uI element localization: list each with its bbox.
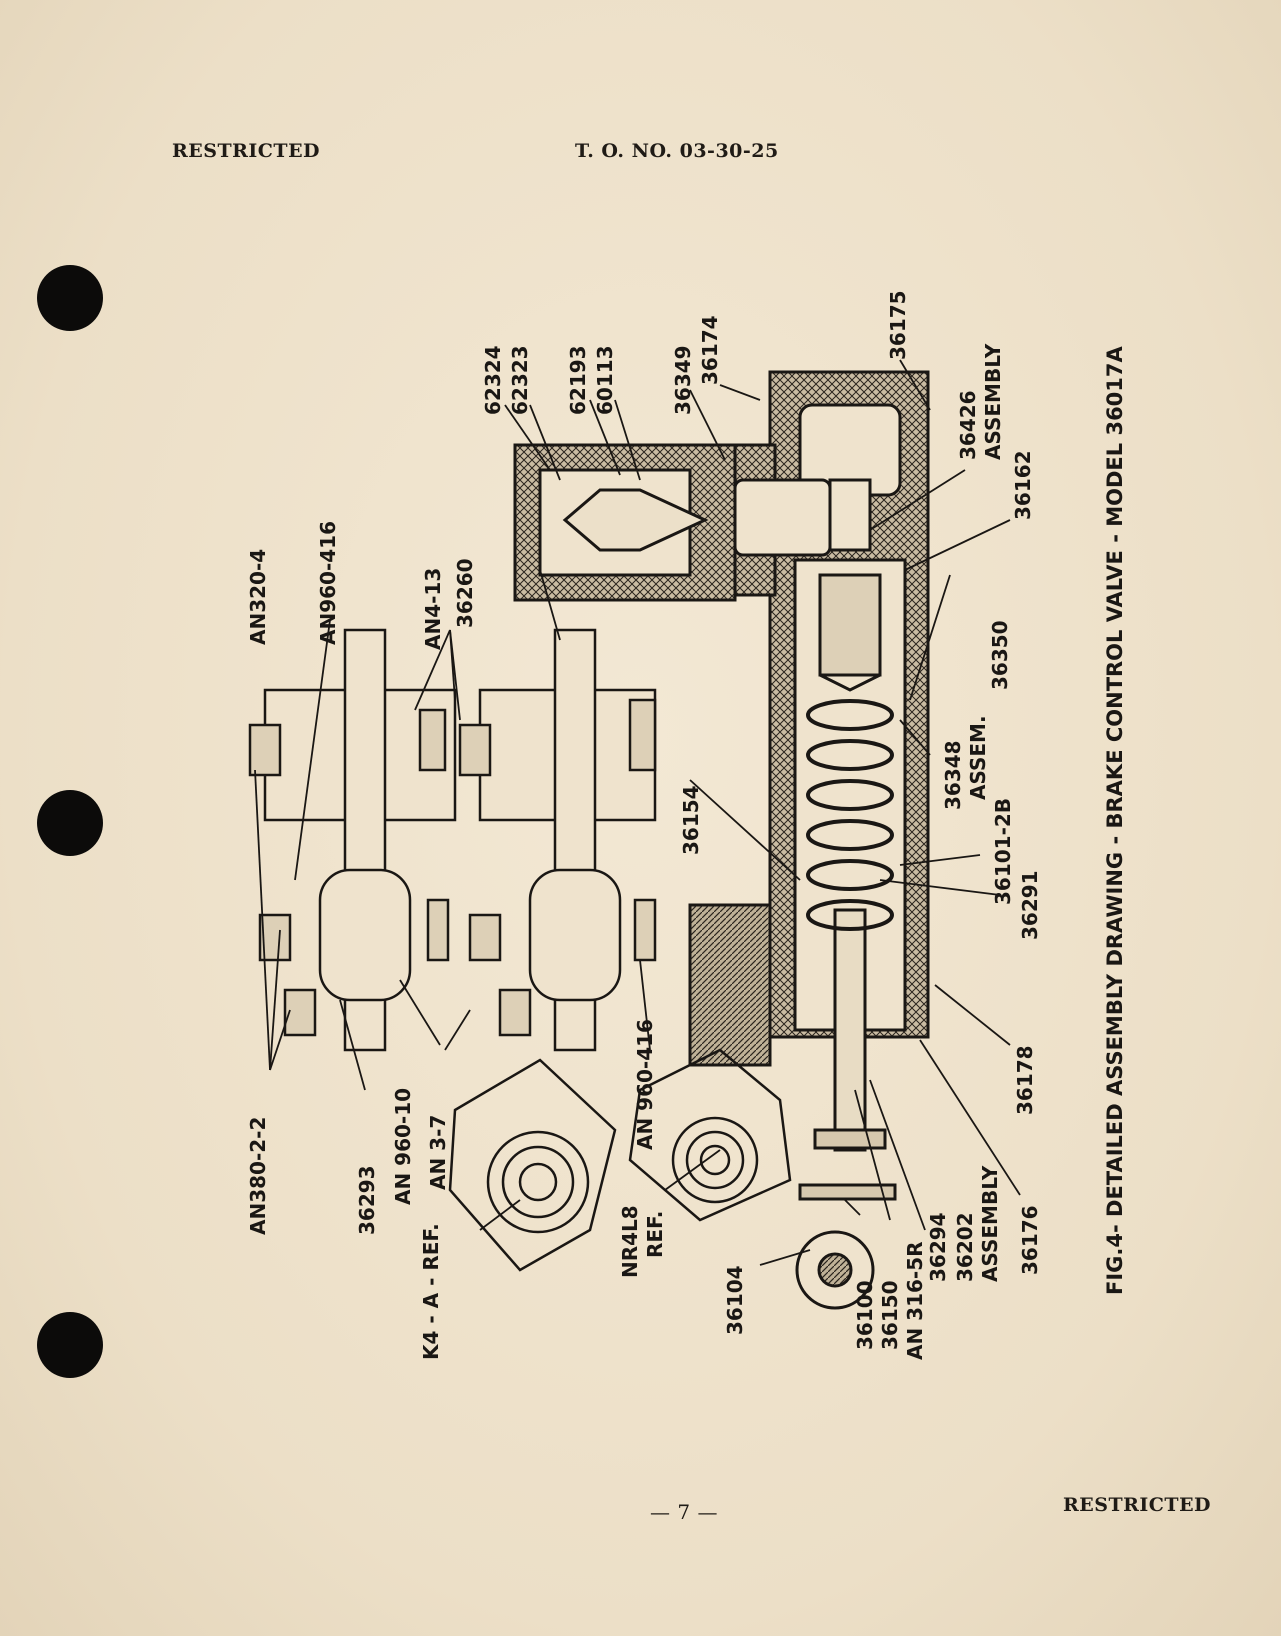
label-an3-7: AN 3-7 [426,1115,450,1190]
binder-hole-bottom [37,1312,103,1378]
label-36175: 36175 [886,290,910,360]
callout-labels: 62324 62323 62193 60113 36349 36174 3617… [246,290,1042,1360]
label-36100: 36100 [853,1280,877,1350]
label-an4-13: AN4-13 [421,568,445,650]
label-36348: 36348 [941,740,965,810]
label-nr4l8: NR4L8 [618,1205,642,1278]
label-36202: 36202 [953,1212,977,1282]
label-62193: 62193 [566,345,590,415]
label-60113: 60113 [593,345,617,415]
header-to-number: T. O. NO. 03-30-25 [575,140,779,162]
label-k4-a-ref: K4 - A - REF. [419,1223,443,1360]
label-36202-assembly: ASSEMBLY [978,1165,1002,1282]
label-36176: 36176 [1018,1205,1042,1275]
label-an320-4: AN320-4 [246,549,270,645]
label-an380-2-2: AN380-2-2 [246,1117,270,1235]
label-36293: 36293 [355,1165,379,1235]
end-views [448,1048,792,1272]
label-an960-10: AN 960-10 [391,1088,415,1205]
label-62323: 62323 [508,345,532,415]
label-an960-416-lower: AN 960-416 [633,1019,657,1150]
label-an960-416-upper: AN960-416 [316,521,340,645]
label-36178: 36178 [1013,1045,1037,1115]
label-36154: 36154 [679,785,703,855]
label-36348-assem: ASSEM. [966,715,990,800]
page-number: — 7 — [650,1500,718,1524]
leader-lines [254,359,1021,1266]
label-36101-2b: 36101-2B [991,798,1015,905]
label-36426-assembly: ASSEMBLY [981,343,1005,460]
label-36150: 36150 [878,1280,902,1350]
spring-coils [806,699,894,931]
label-36426: 36426 [956,390,980,460]
label-nr4l8-ref: REF. [643,1211,667,1258]
label-36162: 36162 [1011,450,1035,520]
label-36104: 36104 [723,1265,747,1335]
label-62324: 62324 [481,345,505,415]
label-36294: 36294 [926,1212,950,1282]
label-36174: 36174 [698,315,722,385]
label-36291: 36291 [1018,870,1042,940]
footer-restricted: RESTRICTED [1063,1494,1212,1516]
label-36349: 36349 [671,345,695,415]
label-36260: 36260 [453,558,477,628]
binder-hole-middle [37,790,103,856]
header-restricted: RESTRICTED [172,140,321,162]
figure-caption: FIG.4- DETAILED ASSEMBLY DRAWING - BRAKE… [1103,345,1127,1295]
binder-hole-top [37,265,103,331]
linkage-assembly [248,628,657,1052]
label-an316-5r: AN 316-5R [903,1241,927,1360]
valve-body [513,370,930,1310]
label-36350: 36350 [988,620,1012,690]
